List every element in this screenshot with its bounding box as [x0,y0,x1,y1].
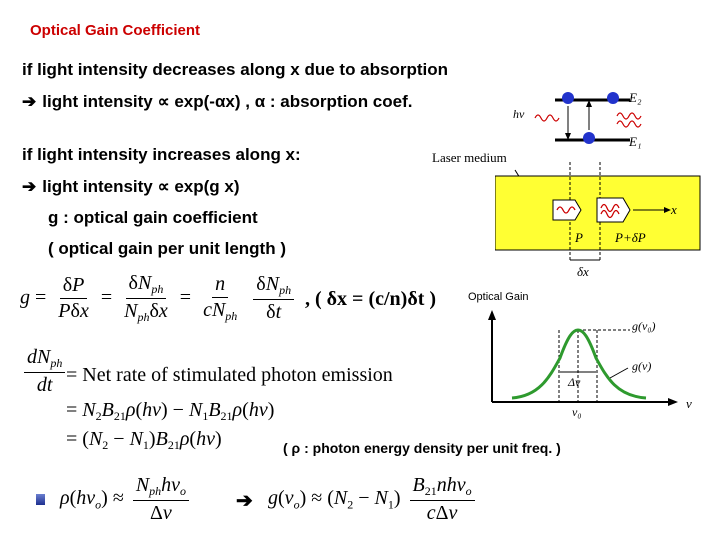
gain-condition: if light intensity increases along x: [22,145,301,164]
p-label: P [574,230,583,245]
absorption-condition: if light intensity decreases along x due… [22,60,449,79]
energy-level-diagram: E₂ E₁ hν [513,90,642,149]
dx-label: δx [577,264,589,279]
rate-expansion-2: = (N2 − N1)B21ρ(hν) [66,428,222,453]
gain-result: light intensity ∝ exp(g x) [42,177,240,196]
electron-dot [583,132,595,144]
beam-arrow-out [596,197,631,223]
photon-wave-icon [616,120,642,128]
electron-dot [562,92,574,104]
peak-label: g(ν₀) [632,319,656,333]
net-rate-text: = Net rate of stimulated photon emission [66,364,393,386]
x-label: x [670,202,677,217]
absorption-result-line: ➔ light intensity ∝ exp(-αx) , α : absorp… [22,92,412,112]
width-label: Δν [567,375,581,389]
arrow-right-icon: ➔ [236,490,253,512]
plot-ylabel: Optical Gain [468,291,529,303]
e1-label: E₁ [628,134,641,149]
rate-expansion-1: = N2B21ρ(hν) − N1B21ρ(hν) [66,399,275,424]
curve-label: g(ν) [632,359,651,373]
bullet-square-icon [36,494,45,505]
laser-medium-diagram: x P P+δP δx [495,162,701,279]
gain-result-line: ➔ light intensity ∝ exp(g x) [22,177,240,197]
axis-nu-label: ν [686,396,692,411]
electron-dot [607,92,619,104]
rho-note: ( ρ : photon energy density per unit fre… [283,440,561,456]
absorption-result: light intensity ∝ exp(-αx) , α : absorpt… [42,92,413,111]
beam-arrow-in [552,199,582,221]
photon-wave-icon [534,114,560,122]
center-label: ν₀ [572,405,582,419]
hv-label: hν [513,107,525,121]
e2-label: E₂ [628,90,642,105]
page-title: Optical Gain Coefficient [30,22,201,39]
p-dp-label: P+δP [614,230,646,245]
photon-wave-icon [616,112,642,120]
gain-definition: g : optical gain coefficient [48,208,258,227]
dx-relation: , ( δx = (c/n)δt ) [305,288,437,310]
gain-curve [511,328,647,400]
arrow-right-icon: ➔ [22,92,37,111]
laser-medium-label: Laser medium [432,150,507,165]
arrow-right-icon: ➔ [22,177,37,196]
gain-definition-2: ( optical gain per unit length ) [48,239,286,258]
gain-curve-plot: Optical Gain Δν ν₀ g(ν₀) g(ν) ν [468,291,692,419]
